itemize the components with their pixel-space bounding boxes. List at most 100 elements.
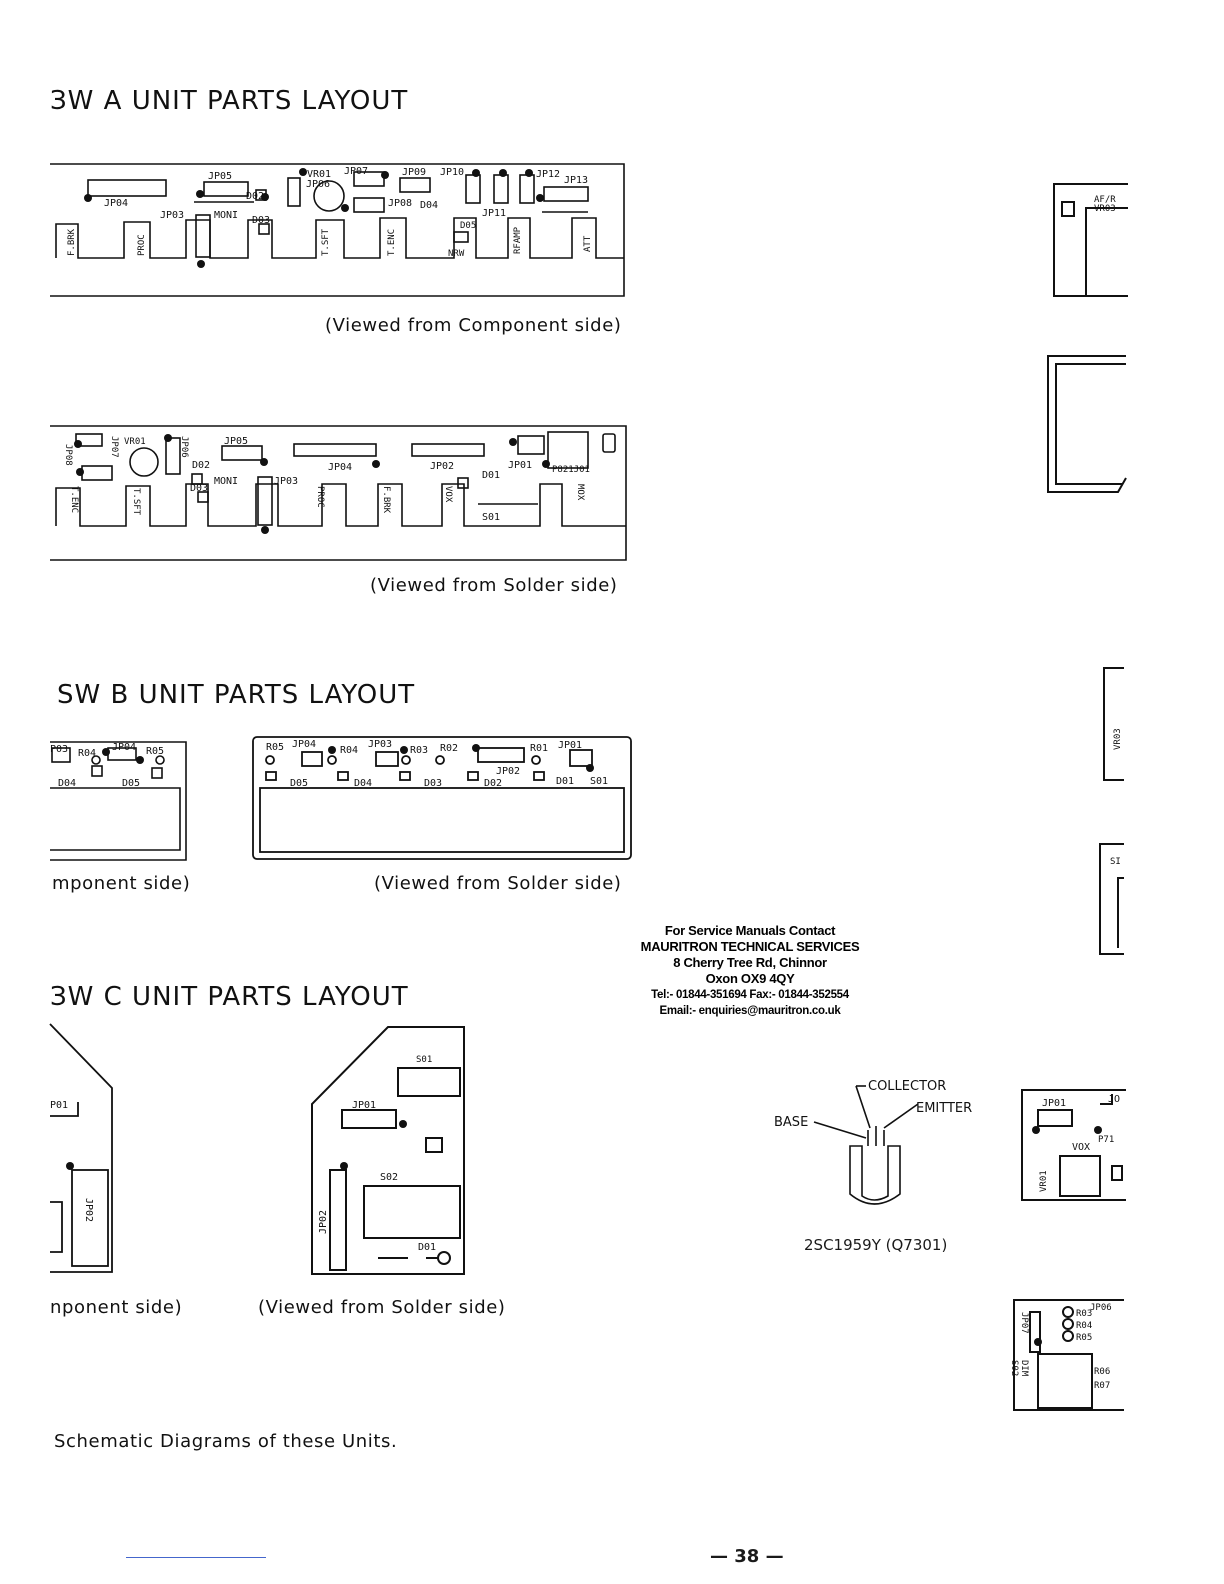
board-label: JP02: [83, 1198, 94, 1222]
board-label: JP08: [63, 444, 73, 466]
board-label: R05: [1076, 1333, 1092, 1343]
board-label: DIM: [1019, 1360, 1029, 1377]
board-label: JP08: [388, 198, 412, 209]
contact-line: Email:- enquiries@mauritron.co.uk: [659, 1005, 841, 1017]
board-label: JP06: [1090, 1303, 1112, 1313]
board-label: P71: [1098, 1135, 1114, 1145]
sw-c-heading: ЗW C UNIT PARTS LAYOUT: [50, 982, 409, 1012]
board-label: R06: [1094, 1367, 1110, 1377]
sw-a-component-caption: (Viewed from Component side): [325, 315, 622, 336]
board-label: S02: [380, 1172, 398, 1183]
board-label: VR03: [1094, 204, 1116, 214]
board-label: D04: [420, 200, 438, 211]
service-contact-block: For Service Manuals Contact MAURITRON TE…: [640, 923, 860, 1019]
board-label: JP06: [306, 179, 330, 190]
board-label: JP07: [344, 166, 368, 177]
board-label: JP07: [109, 436, 119, 458]
board-label: JP10: [440, 167, 464, 178]
board-label: S01: [416, 1055, 432, 1065]
board-label: JO: [1108, 1094, 1120, 1105]
board-label: VR01: [1039, 1170, 1049, 1192]
board-label: R05: [266, 742, 284, 753]
right-board-1: AF/R VR03: [1053, 183, 1128, 297]
sw-c-component-board: P01 JP02: [49, 1023, 113, 1273]
transistor-pinout-diagram: COLLECTOR EMITTER BASE: [774, 1079, 972, 1205]
board-label: SI: [1110, 857, 1121, 867]
board-label: VOX: [1072, 1142, 1090, 1153]
board-label: JP03: [274, 476, 298, 487]
board-label: JP07: [1019, 1312, 1029, 1334]
contact-line: 8 Cherry Tree Rd, Chinnor: [673, 955, 827, 970]
right-board-6: JP06 R03 R04 R05 JP07 DIM S02 R06 R07: [1009, 1299, 1124, 1411]
sw-c-component-caption: nponent side): [50, 1297, 183, 1318]
board-label: JP09: [402, 167, 426, 178]
board-label: R04: [78, 748, 96, 759]
board-label: S02: [1009, 1360, 1019, 1376]
board-label: P03: [50, 744, 68, 755]
board-label: MONI: [214, 210, 238, 221]
board-label: ATT: [583, 235, 593, 252]
board-label: P01: [50, 1100, 68, 1111]
board-label: D04: [58, 778, 76, 789]
sw-b-solder-caption: (Viewed from Solder side): [374, 873, 622, 894]
board-label: T.SFT: [321, 228, 331, 256]
board-label: JP11: [482, 208, 506, 219]
footer-rule: [126, 1557, 266, 1558]
right-board-3: VR03: [1103, 667, 1124, 781]
board-label: D05: [122, 778, 140, 789]
board-label: JP04: [328, 462, 352, 473]
board-label: JP01: [1042, 1098, 1066, 1109]
sw-a-solder-board: VR01 JP07 JP06 JP05 D02 MONI D03 JP03 JP…: [50, 425, 627, 561]
board-label: JP06: [179, 436, 189, 458]
board-label: D02: [246, 191, 264, 202]
board-label: JP01: [352, 1100, 376, 1111]
board-label: VR01: [124, 437, 146, 447]
sw-a-component-board: JP04 JP05 JP03 D02 MONI D03 JP06 VR01 JP…: [50, 163, 625, 297]
board-label: VR01: [307, 169, 331, 180]
board-label: D01: [418, 1242, 436, 1253]
board-label: R01: [530, 743, 548, 754]
board-label: S01: [590, 776, 608, 787]
base-label: BASE: [774, 1115, 808, 1130]
board-label: VR03: [1113, 728, 1123, 750]
sw-b-component-board: P03 R04 JP04 R05 D04 D05: [50, 741, 187, 861]
board-label: JP04: [292, 739, 316, 750]
sw-c-solder-caption: (Viewed from Solder side): [258, 1297, 506, 1318]
contact-line: For Service Manuals Contact: [664, 923, 836, 938]
board-label: JP13: [564, 175, 588, 186]
board-label: JP04: [104, 198, 128, 209]
sw-b-component-caption: mponent side): [52, 873, 191, 894]
board-label: JP03: [368, 739, 392, 750]
board-label: RFAMP: [513, 226, 523, 254]
board-label: P821J01: [552, 465, 590, 475]
board-label: JP02: [318, 1210, 329, 1234]
board-label: D01: [482, 470, 500, 481]
board-label: JP05: [224, 436, 248, 447]
board-label: D03: [252, 215, 270, 226]
board-label: D05: [290, 778, 308, 789]
board-label: AF/R: [1094, 195, 1116, 205]
board-label: JP04: [112, 742, 136, 753]
board-label: T.SFT: [131, 488, 141, 516]
board-label: PROC: [315, 486, 325, 508]
board-label: D01: [556, 776, 574, 787]
board-label: S01: [482, 512, 500, 523]
board-label: R04: [340, 745, 358, 756]
sw-a-heading: ЗW A UNIT PARTS LAYOUT: [50, 86, 409, 116]
contact-line: MAURITRON TECHNICAL SERVICES: [640, 939, 860, 954]
board-label: R07: [1094, 1381, 1110, 1391]
emitter-label: EMITTER: [916, 1101, 972, 1116]
board-label: R05: [146, 746, 164, 757]
board-label: T.ENC: [387, 229, 397, 256]
board-label: NRW: [448, 249, 465, 259]
footer-note: Schematic Diagrams of these Units.: [54, 1431, 398, 1452]
board-label: D02: [484, 778, 502, 789]
board-label: VOX: [443, 486, 453, 503]
board-label: D05: [460, 221, 476, 231]
board-label: D03: [424, 778, 442, 789]
board-label: T.ENC: [69, 486, 79, 513]
board-label: JP12: [536, 169, 560, 180]
sw-c-solder-board: S01 JP01 S02 JP02 D01: [311, 1026, 465, 1275]
board-label: JP01: [558, 740, 582, 751]
transistor-part-label: 2SC1959Y (Q7301): [804, 1236, 948, 1254]
